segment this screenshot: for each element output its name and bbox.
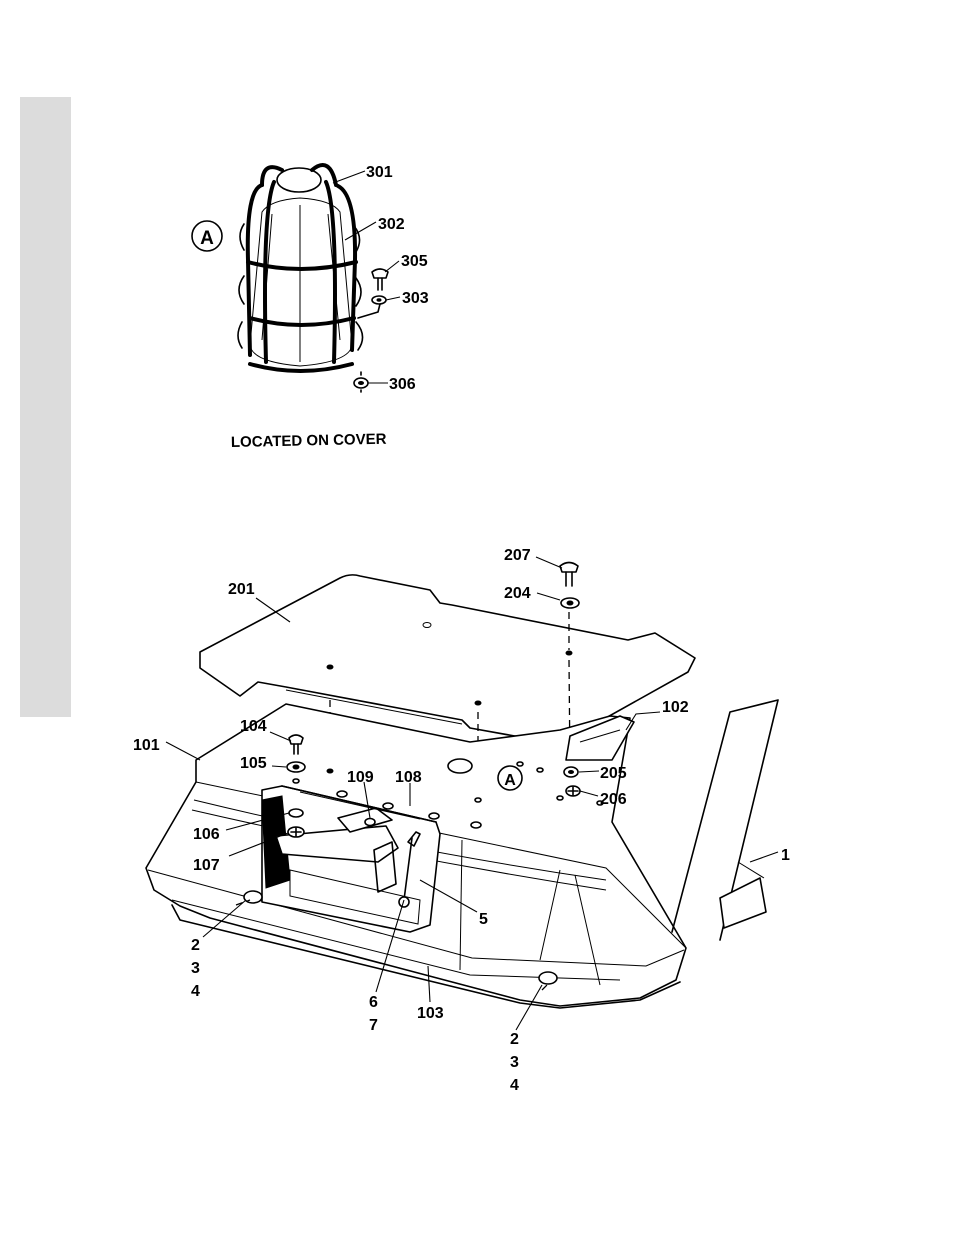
part-label-2-left: 2	[191, 937, 200, 954]
part-label-3-left: 3	[191, 960, 200, 977]
part-label-107: 107	[193, 857, 220, 874]
mount-bracket	[358, 304, 380, 318]
lamp-globe-highlights	[262, 205, 340, 362]
leader-302	[345, 222, 376, 240]
part-label-104: 104	[240, 718, 267, 735]
part-label-2-right: 2	[510, 1031, 519, 1048]
part-label-206: 206	[600, 791, 627, 808]
part-label-1: 1	[781, 847, 790, 864]
lamp-cap	[277, 168, 321, 192]
callout-letter-assembly: A	[504, 772, 516, 789]
cage-bar-1	[248, 185, 262, 355]
cage-bar-2	[265, 182, 274, 362]
part-label-306: 306	[389, 376, 416, 393]
foot-right	[539, 972, 557, 984]
screw-305	[372, 269, 388, 278]
foot-left	[244, 891, 262, 903]
cover-boss	[448, 759, 472, 773]
cage-bar-4	[338, 186, 355, 350]
part-label-106: 106	[193, 826, 220, 843]
screw-104	[289, 735, 303, 744]
screw-207	[560, 563, 578, 573]
screw-109	[365, 819, 375, 826]
part-label-4-left: 4	[191, 983, 200, 1000]
part-label-201: 201	[228, 581, 255, 598]
leader-301	[333, 171, 365, 183]
screw-106	[289, 809, 303, 817]
part-label-4-right: 4	[510, 1077, 519, 1094]
part-label-109: 109	[347, 769, 374, 786]
cage-ring-3	[250, 364, 352, 371]
leader-303	[386, 297, 400, 300]
handle-post-1	[672, 700, 778, 940]
part-label-204: 204	[504, 585, 531, 602]
cage-bar-3	[326, 182, 335, 362]
detail-caption: LOCATED ON COVER	[231, 431, 387, 451]
part-label-205: 205	[600, 765, 627, 782]
part-label-3-right: 3	[510, 1054, 519, 1071]
screw-305-shank	[378, 278, 382, 290]
part-label-105: 105	[240, 755, 267, 772]
part-label-303: 303	[402, 290, 429, 307]
leader-305	[385, 261, 399, 272]
part-label-7: 7	[369, 1017, 378, 1034]
part-label-305: 305	[401, 253, 428, 270]
part-label-6: 6	[369, 994, 378, 1011]
part-label-103: 103	[417, 1005, 444, 1022]
part-label-108: 108	[395, 769, 422, 786]
callout-letter-detail: A	[200, 228, 214, 249]
part-label-101: 101	[133, 737, 160, 754]
part-label-5: 5	[479, 911, 488, 928]
part-label-102: 102	[662, 699, 689, 716]
part-label-301: 301	[366, 164, 393, 181]
part-label-302: 302	[378, 216, 405, 233]
part-label-207: 207	[504, 547, 531, 564]
lamp-cage-detail	[192, 165, 400, 392]
